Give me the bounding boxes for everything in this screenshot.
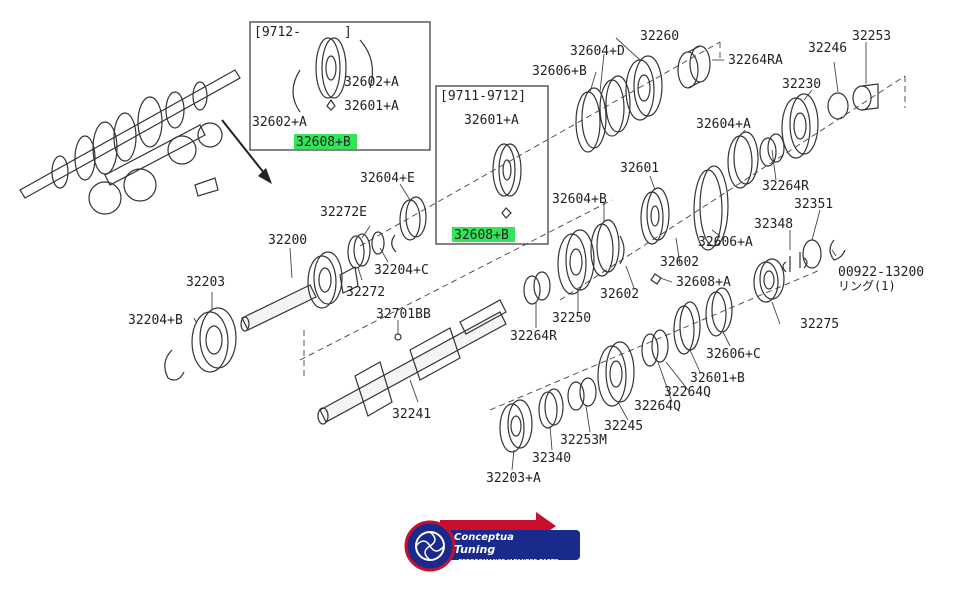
inset-9711-9712: [9711-9712] 32601+A 32608+B: [435, 85, 549, 245]
inset1-range: [9712-: [254, 25, 301, 40]
label-32264q-2: 32264Q: [634, 399, 681, 414]
label-32602: 32602: [660, 255, 699, 270]
label-32253: 32253: [852, 29, 891, 44]
inset1-32602a-left: 32602+A: [252, 115, 307, 130]
label-32264q-1: 32264Q: [664, 385, 711, 400]
label-32601: 32601: [620, 161, 659, 176]
inset1-32602a-right: 32602+A: [344, 75, 399, 90]
axis-lines: [299, 41, 906, 411]
label-32608a: 32608+A: [676, 275, 731, 290]
right-middle-parts: [753, 239, 846, 303]
label-32241: 32241: [392, 407, 431, 422]
inset2-highlight: [452, 227, 515, 242]
input-small-parts: [347, 196, 427, 269]
label-32351: 32351: [794, 197, 833, 212]
logo-banner: [420, 530, 580, 560]
inset1-32608b: 32608+B: [296, 135, 351, 150]
label-32246: 32246: [808, 41, 847, 56]
logo-tagline: PERFORMANCE JAPANESE PARTS: [458, 559, 558, 565]
label-32253m: 32253M: [560, 433, 607, 448]
logo-arrow: [440, 512, 556, 540]
mainshaft: [317, 299, 507, 425]
part-labels: 32260 32604+D 32606+B 32264RA 32246 3225…: [128, 29, 924, 486]
leader-lines: [193, 37, 867, 471]
inset-9712: [9712- ] 32602+A 32601+A 32602+A 32608+B: [249, 21, 431, 151]
inset1-32601a: 32601+A: [344, 99, 399, 114]
label-32264ra: 32264RA: [728, 53, 783, 68]
upper-gears: [575, 45, 711, 153]
inset1-range-end: ]: [344, 25, 352, 40]
label-32203: 32203: [186, 275, 225, 290]
label-32701bb: 32701BB: [376, 307, 431, 322]
label-32606b: 32606+B: [532, 64, 587, 79]
label-32272e: 32272E: [320, 205, 367, 220]
label-32340: 32340: [532, 451, 571, 466]
logo-line2: Tuning: [454, 543, 495, 556]
label-32604a: 32604+A: [696, 117, 751, 132]
label-00922-13200: 00922-13200: [838, 265, 924, 280]
label-32264r: 32264R: [510, 329, 557, 344]
logo-line1: Conceptua: [454, 532, 514, 543]
label-32203a: 32203+A: [486, 471, 541, 486]
label-32604e: 32604+E: [360, 171, 415, 186]
label-32604d: 32604+D: [570, 44, 625, 59]
inset2-32608b: 32608+B: [454, 228, 509, 243]
label-32606c: 32606+C: [706, 347, 761, 362]
label-32250: 32250: [552, 311, 591, 326]
label-32604b: 32604+B: [552, 192, 607, 207]
label-32275: 32275: [800, 317, 839, 332]
conceptual-tuning-logo: Conceptua Tuning PERFORMANCE JAPANESE PA…: [404, 512, 580, 572]
label-ring: リング(1): [838, 279, 896, 293]
inset1-highlight: [294, 134, 357, 149]
input-shaft: [240, 251, 359, 332]
label-32230: 32230: [782, 77, 821, 92]
label-32348: 32348: [754, 217, 793, 232]
label-32204c: 32204+C: [374, 263, 429, 278]
label-32606a: 32606+A: [698, 235, 753, 250]
right-upper-parts: [727, 83, 879, 189]
bearing-32203: [191, 307, 237, 373]
label-32272: 32272: [346, 285, 385, 300]
label-32601b: 32601+B: [690, 371, 745, 386]
overview-assembly: [19, 69, 241, 215]
label-32245: 32245: [604, 419, 643, 434]
middle-gears: [523, 165, 729, 305]
label-32204b: 32204+B: [128, 313, 183, 328]
pointer-arrow: [221, 119, 272, 184]
label-32200: 32200: [268, 233, 307, 248]
inset2-32601a: 32601+A: [464, 113, 519, 128]
inset2-range: [9711-9712]: [440, 89, 526, 104]
label-32260: 32260: [640, 29, 679, 44]
snap-ring-32204b: [164, 349, 185, 381]
label-32602-lower: 32602: [600, 287, 639, 302]
label-32264r-upper: 32264R: [762, 179, 809, 194]
